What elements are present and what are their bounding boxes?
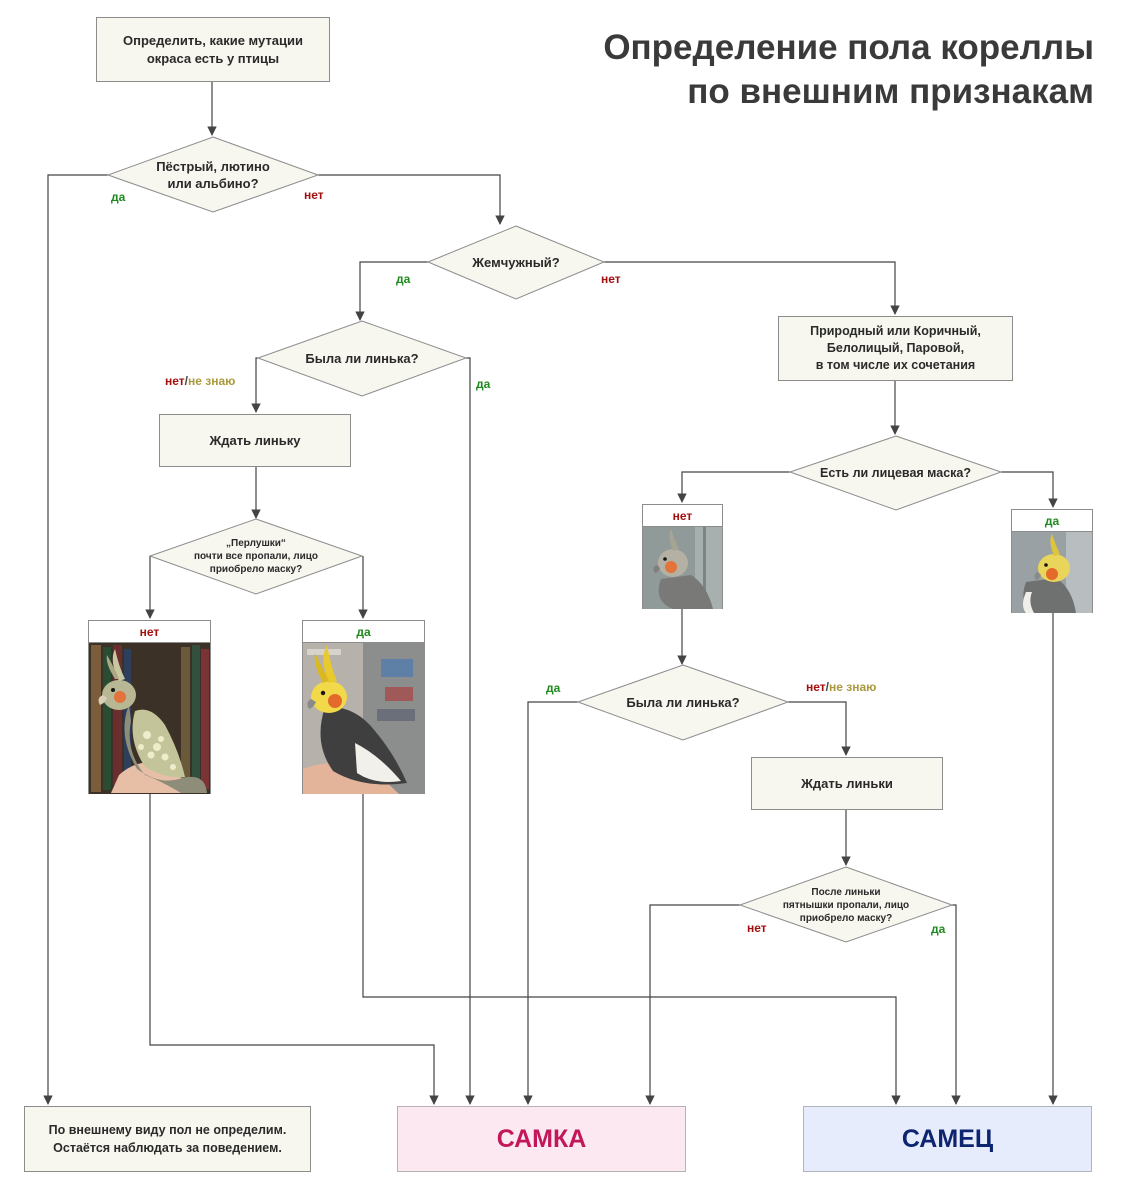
photo-no-mask: нет xyxy=(642,504,723,609)
cockatiel-pearl-female-icon xyxy=(89,643,210,794)
decision-spotsgone-diamond xyxy=(738,866,954,943)
step-determine-mutations: Определить, какие мутации окраса есть у … xyxy=(96,17,330,82)
decision-pearlsgone-text: „Перлушки“ почти все пропали, лицо приоб… xyxy=(194,538,318,575)
edge-pearl-yes-molt1 xyxy=(355,261,428,321)
result-male: САМЕЦ xyxy=(803,1106,1092,1172)
label-no-dont-know: нет/не знаю xyxy=(165,374,236,388)
label-dont-know: не знаю xyxy=(187,374,236,388)
step-natural-colors: Природный или Коричный, Белолицый, Паров… xyxy=(778,316,1013,381)
label-no: нет xyxy=(806,680,826,694)
cockatiel-female-icon xyxy=(643,527,722,609)
label-yes: да xyxy=(546,681,561,695)
result-female: САМКА xyxy=(397,1106,686,1172)
decision-pearl-text: Жемчужный? xyxy=(472,255,560,270)
decision-molt1-text: Была ли линька? xyxy=(305,351,419,366)
edge-molt2-no-wait2 xyxy=(788,701,851,756)
photo-pearl-mask: да xyxy=(302,620,425,794)
label-no: нет xyxy=(601,272,621,286)
label-yes: да xyxy=(396,272,411,286)
label-yes: да xyxy=(111,190,126,204)
decision-pied-text: Пёстрый, лютино или альбино? xyxy=(156,158,270,191)
edge-spotsgone-no-female xyxy=(645,904,740,1105)
label-no: нет xyxy=(747,921,767,935)
label-no: нет xyxy=(304,188,324,202)
result-undetermined: По внешнему виду пол не определим. Остаё… xyxy=(24,1106,311,1172)
decision-pied-diamond xyxy=(106,136,320,213)
decision-molt1-diamond xyxy=(256,320,468,397)
edge-pied-yes-undetermined xyxy=(43,174,108,1105)
label-no: нет xyxy=(89,621,210,643)
photo-mask: да xyxy=(1011,509,1093,613)
step-wait-molt-1: Ждать линьку xyxy=(159,414,351,467)
edge-molt2-yes-female xyxy=(523,701,578,1105)
label-dont-know: не знаю xyxy=(828,680,877,694)
cockatiel-male-mask-icon xyxy=(1012,532,1092,613)
decision-pearlsgone-diamond xyxy=(148,518,364,595)
decision-mask-diamond xyxy=(788,435,1003,511)
decision-molt2-diamond xyxy=(576,664,790,741)
edge-pearl-no-natural xyxy=(604,261,900,315)
edge-mask-yes-photo xyxy=(1001,471,1058,508)
decision-molt2-text: Была ли линька? xyxy=(626,695,740,710)
label-yes: да xyxy=(1012,510,1092,532)
edge-molt1-yes-female xyxy=(465,357,475,1105)
step-wait-molt-2: Ждать линьки xyxy=(751,757,943,810)
page-title: Определение пола кореллы по внешним приз… xyxy=(603,28,1094,111)
edge-spotsgone-yes-male xyxy=(951,904,961,1105)
edge-pied-no-pearl xyxy=(318,174,505,225)
label-yes: да xyxy=(303,621,424,643)
label-no: нет xyxy=(643,505,722,527)
label-yes: да xyxy=(931,922,946,936)
decision-mask-text: Есть ли лицевая маска? xyxy=(820,466,971,480)
cockatiel-male-icon xyxy=(303,643,424,794)
decision-pearl-diamond xyxy=(426,225,606,300)
label-no: нет xyxy=(165,374,185,388)
label-yes: да xyxy=(476,377,491,391)
decision-spotsgone-text: После линьки пятнышки пропали, лицо прио… xyxy=(782,886,910,924)
photo-pearl-no-mask: нет xyxy=(88,620,211,794)
label-no-dont-know: нет/не знаю xyxy=(806,680,877,694)
edge-photo-female xyxy=(149,793,439,1105)
edge-photo-male xyxy=(362,793,901,1105)
edge-mask-no-photo xyxy=(677,471,790,503)
